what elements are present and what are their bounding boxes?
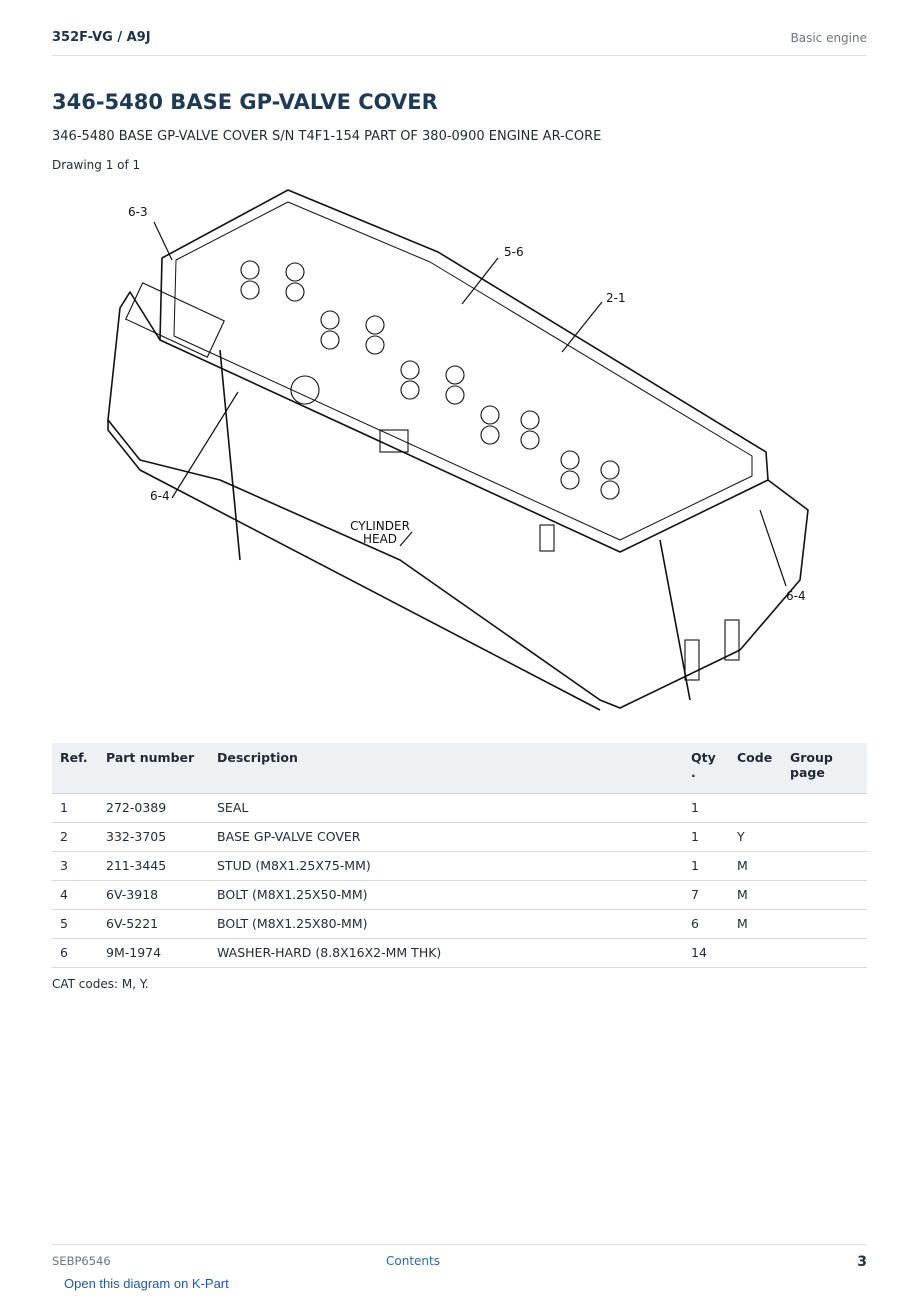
table-row: 6 9M-1974 WASHER-HARD (8.8X16X2-MM THK) …	[52, 938, 867, 968]
callout-6-4-left: 6-4	[150, 489, 170, 503]
cell-qty: 6	[683, 909, 729, 939]
cell-part-number: 6V-5221	[98, 909, 209, 939]
page-header: 352F-VG / A9J Basic engine	[52, 30, 867, 56]
table-row: 2 332-3705 BASE GP-VALVE COVER 1 Y	[52, 822, 867, 852]
callout-2-1: 2-1	[606, 291, 626, 305]
cell-code	[729, 938, 782, 968]
drawing-count: Drawing 1 of 1	[52, 158, 141, 172]
cell-qty: 1	[683, 793, 729, 823]
table-row: 3 211-3445 STUD (M8X1.25X75-MM) 1 M	[52, 851, 867, 881]
cell-description: BOLT (M8X1.25X50-MM)	[209, 880, 683, 910]
cell-ref: 6	[52, 938, 98, 968]
document-id: SEBP6546	[52, 1254, 111, 1268]
cell-qty: 7	[683, 880, 729, 910]
cell-part-number: 6V-3918	[98, 880, 209, 910]
cat-codes-note: CAT codes: M, Y.	[52, 977, 149, 991]
table-row: 1 272-0389 SEAL 1	[52, 793, 867, 823]
table-row: 5 6V-5221 BOLT (M8X1.25X80-MM) 6 M	[52, 909, 867, 939]
contents-link[interactable]: Contents	[386, 1254, 440, 1268]
col-description: Description	[209, 743, 683, 794]
callout-6-4-right: 6-4	[786, 589, 806, 603]
cell-ref: 4	[52, 880, 98, 910]
col-part-number: Part number	[98, 743, 209, 794]
cell-group-page	[782, 822, 867, 852]
cell-description: BASE GP-VALVE COVER	[209, 822, 683, 852]
cell-ref: 2	[52, 822, 98, 852]
cell-description: BOLT (M8X1.25X80-MM)	[209, 909, 683, 939]
table-header-row: Ref. Part number Description Qty . Code …	[52, 743, 867, 794]
cell-group-page	[782, 880, 867, 910]
cell-code: M	[729, 909, 782, 939]
cell-qty: 14	[683, 938, 729, 968]
cell-group-page	[782, 909, 867, 939]
cylinder-head-label-1: CYLINDER	[350, 519, 410, 533]
cell-part-number: 9M-1974	[98, 938, 209, 968]
page-subtitle: 346-5480 BASE GP-VALVE COVER S/N T4F1-15…	[52, 129, 602, 144]
cell-code: Y	[729, 822, 782, 852]
cell-part-number: 211-3445	[98, 851, 209, 881]
callout-6-3: 6-3	[128, 205, 148, 219]
page-title: 346-5480 BASE GP-VALVE COVER	[52, 90, 438, 114]
section-name: Basic engine	[790, 31, 867, 45]
cell-group-page	[782, 793, 867, 823]
cell-ref: 3	[52, 851, 98, 881]
cell-group-page	[782, 938, 867, 968]
model-code: 352F-VG / A9J	[52, 30, 151, 45]
col-group-page: Group page	[782, 743, 867, 794]
cell-qty: 1	[683, 822, 729, 852]
page-footer: SEBP6546 Contents 3	[52, 1244, 867, 1274]
cell-part-number: 332-3705	[98, 822, 209, 852]
cell-description: SEAL	[209, 793, 683, 823]
cell-qty: 1	[683, 851, 729, 881]
cell-group-page	[782, 851, 867, 881]
open-kpart-link[interactable]: Open this diagram on K-Part	[64, 1276, 229, 1291]
col-qty: Qty .	[683, 743, 729, 794]
col-code: Code	[729, 743, 782, 794]
cell-code	[729, 793, 782, 823]
parts-diagram: 6-3 5-6 2-1 6-4 6-4 CYLINDER HEAD	[107, 189, 809, 711]
cell-ref: 5	[52, 909, 98, 939]
cell-ref: 1	[52, 793, 98, 823]
cell-part-number: 272-0389	[98, 793, 209, 823]
col-ref: Ref.	[52, 743, 98, 794]
cell-code: M	[729, 880, 782, 910]
cell-description: STUD (M8X1.25X75-MM)	[209, 851, 683, 881]
page-number: 3	[857, 1254, 867, 1270]
cell-code: M	[729, 851, 782, 881]
cell-description: WASHER-HARD (8.8X16X2-MM THK)	[209, 938, 683, 968]
parts-table: Ref. Part number Description Qty . Code …	[52, 743, 867, 968]
table-row: 4 6V-3918 BOLT (M8X1.25X50-MM) 7 M	[52, 880, 867, 910]
callout-5-6: 5-6	[504, 245, 524, 259]
cylinder-head-label-2: HEAD	[363, 532, 397, 546]
